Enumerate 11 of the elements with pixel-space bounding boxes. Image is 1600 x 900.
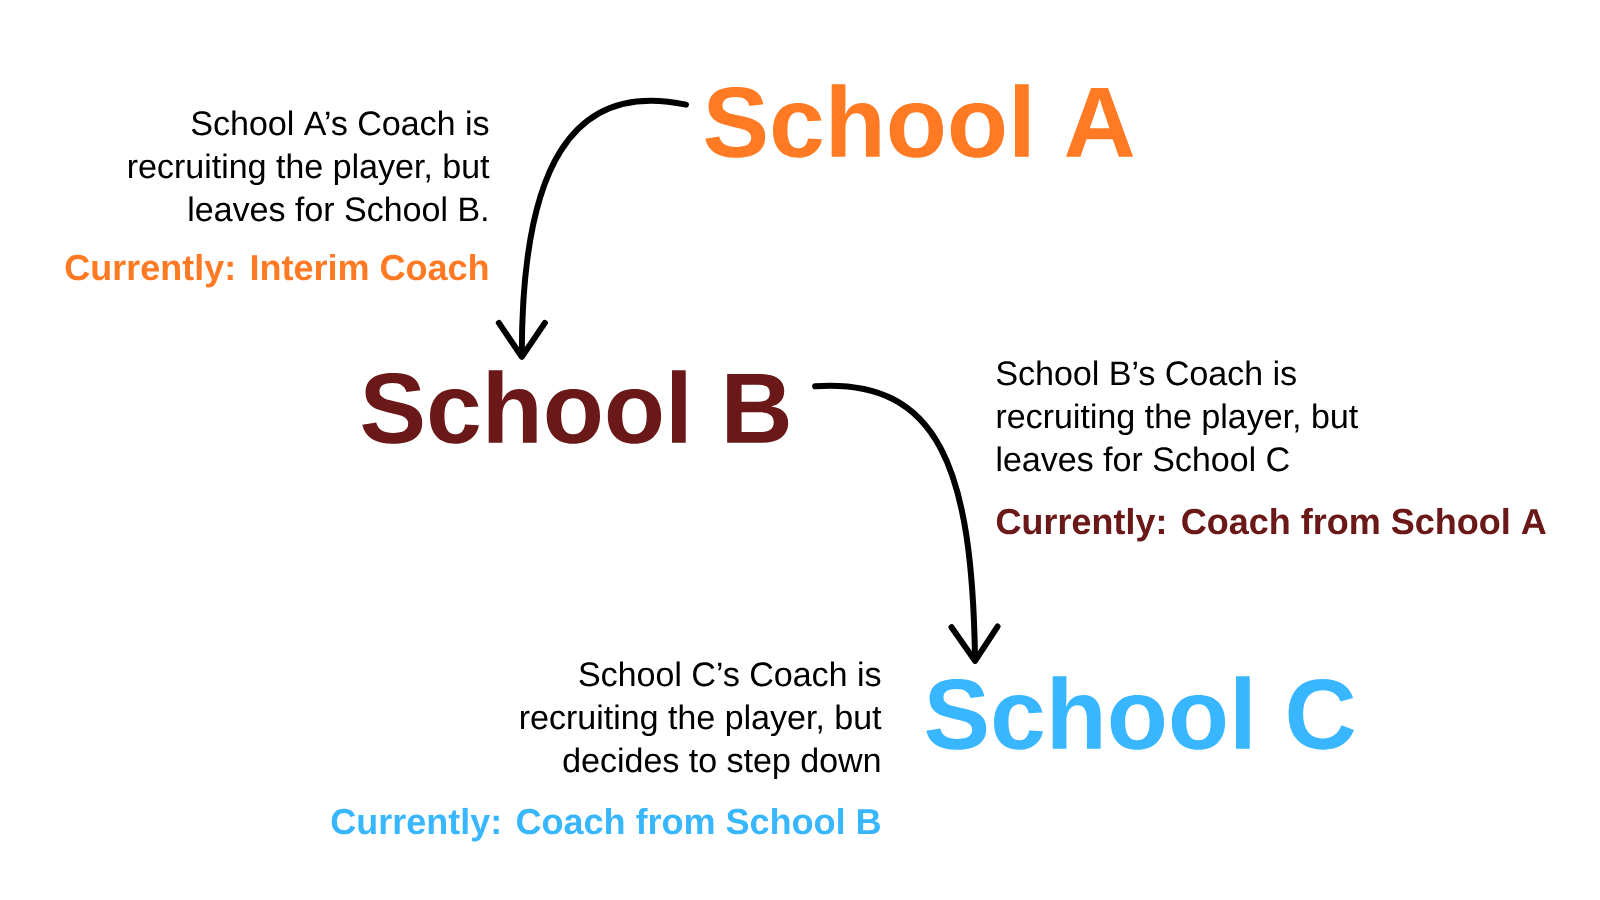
heading-text: School C xyxy=(926,676,1354,750)
curved-arrow xyxy=(495,97,689,360)
description-text: School C’s Coach is recruiting the player, but decides to step down xyxy=(521,661,882,780)
heading-text: School B xyxy=(362,370,789,444)
heading-text: School A xyxy=(705,84,1134,158)
description-text: School B’s Coach is recruiting the player, but leaves for School C xyxy=(996,360,1358,472)
status-text: Currently: Coach from School A xyxy=(996,507,1546,542)
description-text: School A’s Coach is recruiting the player, but leaves for School B. xyxy=(129,110,490,222)
curved-arrow xyxy=(812,383,1001,664)
status-text: Currently: Coach from School B xyxy=(331,807,880,842)
status-text: Currently: Interim Coach xyxy=(65,253,488,288)
